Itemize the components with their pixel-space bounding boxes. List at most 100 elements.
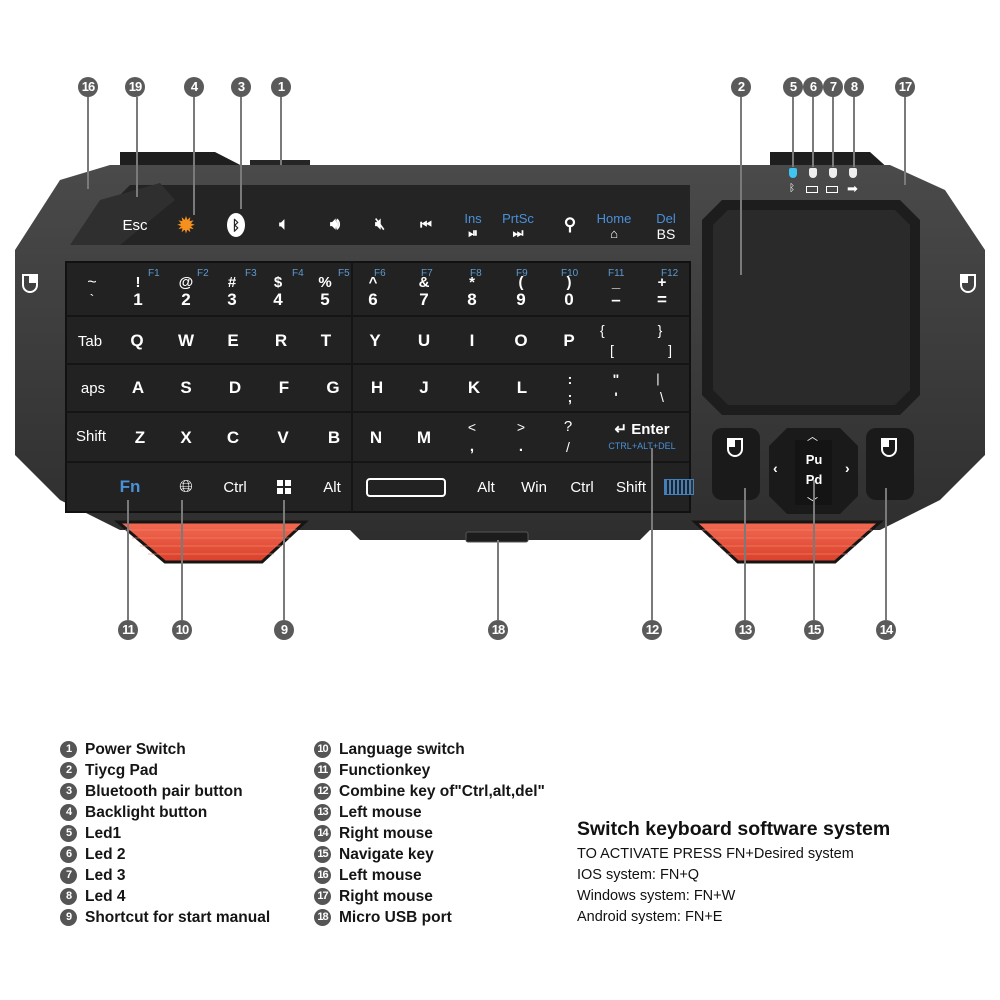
key-0[interactable]: )0 <box>564 274 574 309</box>
left-side-mouse-icon[interactable] <box>22 274 38 299</box>
key-t[interactable]: T <box>320 331 332 350</box>
win-key[interactable]: Win <box>521 478 547 496</box>
key-k[interactable]: K <box>467 378 481 397</box>
key-1[interactable]: !1 <box>133 274 143 309</box>
play-pause-icon: ⏯ <box>468 226 478 240</box>
home-key[interactable]: Home ⌂ <box>596 211 632 241</box>
nav-left-icon[interactable]: ‹ <box>773 460 778 476</box>
ins-key[interactable]: Ins ⏯ <box>464 211 482 240</box>
system-switch-panel: Switch keyboard software system TO ACTIV… <box>577 818 890 928</box>
fn-key[interactable]: Fn <box>119 477 141 496</box>
key-bracket-left[interactable]: {[ <box>600 322 614 358</box>
nav-up-icon[interactable]: ︿ <box>807 431 818 443</box>
key-slash[interactable]: ?/ <box>563 418 573 455</box>
key-backslash[interactable]: |\ <box>656 371 664 405</box>
tab-key[interactable]: Tab <box>77 332 103 350</box>
globe-icon[interactable]: 🌐︎ <box>179 477 193 496</box>
volume-up-icon[interactable]: 🔊︎ <box>329 216 341 233</box>
key-m[interactable]: M <box>416 428 432 447</box>
system-switch-line: Android system: FN+E <box>577 909 723 925</box>
volume-down-icon[interactable]: 🔈︎ <box>279 216 289 233</box>
key-g[interactable]: G <box>326 378 340 397</box>
key-period[interactable]: >. <box>516 419 526 455</box>
leader-15 <box>813 480 815 620</box>
key-w[interactable]: W <box>177 331 195 350</box>
fn-label-f5: F5 <box>338 268 350 279</box>
leader-3 <box>240 97 242 209</box>
home-icon: ⌂ <box>610 226 618 241</box>
touchpad[interactable] <box>713 210 910 405</box>
windows-icon[interactable] <box>270 468 298 506</box>
key-o[interactable]: O <box>514 331 528 350</box>
prtsc-key[interactable]: PrtSc ⏭ <box>502 211 534 240</box>
key-5[interactable]: %5 <box>318 274 332 309</box>
caps-key[interactable]: aps <box>80 379 106 397</box>
key-z[interactable]: Z <box>134 428 146 447</box>
key-h[interactable]: H <box>370 378 384 397</box>
bluetooth-icon[interactable]: ᛒ <box>224 212 248 238</box>
fn-label-f12: F12 <box>661 268 679 279</box>
key-q[interactable]: Q <box>130 331 144 350</box>
key-a[interactable]: A <box>131 378 145 397</box>
key-9[interactable]: (9 <box>516 274 526 309</box>
nav-down-icon[interactable]: ﹀ <box>807 494 818 510</box>
key-j[interactable]: J <box>419 378 429 397</box>
key-d[interactable]: D <box>228 378 242 397</box>
key-3[interactable]: #3 <box>227 274 237 309</box>
search-icon[interactable]: ⚲ <box>563 215 577 234</box>
key-n[interactable]: N <box>369 428 383 447</box>
key-4[interactable]: $4 <box>273 274 283 309</box>
key-6[interactable]: ^6 <box>368 274 378 309</box>
sun-icon[interactable]: ✹ <box>177 214 195 237</box>
key-u[interactable]: U <box>417 331 431 350</box>
key-i[interactable]: I <box>469 331 475 350</box>
key-r[interactable]: R <box>274 331 288 350</box>
key-x[interactable]: X <box>180 428 192 447</box>
key-7[interactable]: &7 <box>418 274 430 309</box>
key-b[interactable]: B <box>327 428 341 447</box>
esc-key[interactable]: Esc <box>122 216 148 234</box>
right-mouse-button-icon[interactable] <box>881 438 897 463</box>
callout-2: 2 <box>731 77 751 97</box>
key-2[interactable]: @2 <box>178 274 194 309</box>
key-v[interactable]: V <box>277 428 289 447</box>
ctrl-left-key[interactable]: Ctrl <box>223 478 247 496</box>
keyboard-icon[interactable] <box>664 479 694 495</box>
leader-11 <box>127 500 129 620</box>
key-e[interactable]: E <box>227 331 239 350</box>
previous-track-icon[interactable]: ⏮ <box>420 217 432 232</box>
tilde-key[interactable]: ~ ` <box>87 274 97 308</box>
right-side-mouse-icon[interactable] <box>960 274 976 299</box>
page-down-key[interactable]: Pd <box>802 472 826 487</box>
key-l[interactable]: L <box>516 378 528 397</box>
alt-left-key[interactable]: Alt <box>323 478 341 496</box>
nav-right-icon[interactable]: › <box>845 460 850 476</box>
key-c[interactable]: C <box>226 428 240 447</box>
mute-icon[interactable]: 🔇︎ <box>374 216 386 233</box>
key-bracket-right[interactable]: }] <box>657 322 672 358</box>
shift-right-key[interactable]: Shift <box>615 478 646 496</box>
shift-left-key[interactable]: Shift <box>75 427 106 445</box>
key-s[interactable]: S <box>180 378 192 397</box>
leader-1 <box>280 97 282 165</box>
key-y[interactable]: Y <box>369 331 381 350</box>
key-8[interactable]: *8 <box>467 274 477 309</box>
page-up-key[interactable]: Pu <box>805 452 823 467</box>
key-semicolon[interactable]: :; <box>567 371 573 405</box>
leader-2 <box>740 97 742 275</box>
key-p[interactable]: P <box>563 331 575 350</box>
key-minus[interactable]: _– <box>611 274 621 309</box>
key-quote[interactable]: "' <box>612 371 620 405</box>
left-mouse-button-icon[interactable] <box>727 438 743 463</box>
alt-right-key[interactable]: Alt <box>477 478 495 496</box>
key-f[interactable]: F <box>278 378 290 397</box>
ctrl-right-key[interactable]: Ctrl <box>570 478 594 496</box>
key-equals[interactable]: += <box>657 274 667 309</box>
space-bar[interactable] <box>366 478 446 497</box>
fn-label-f7: F7 <box>421 268 433 279</box>
del-bs-key[interactable]: Del BS <box>656 210 676 242</box>
key-comma[interactable]: <, <box>467 419 477 455</box>
enter-key[interactable]: ↵ Enter CTRL+ALT+DEL <box>608 421 676 452</box>
